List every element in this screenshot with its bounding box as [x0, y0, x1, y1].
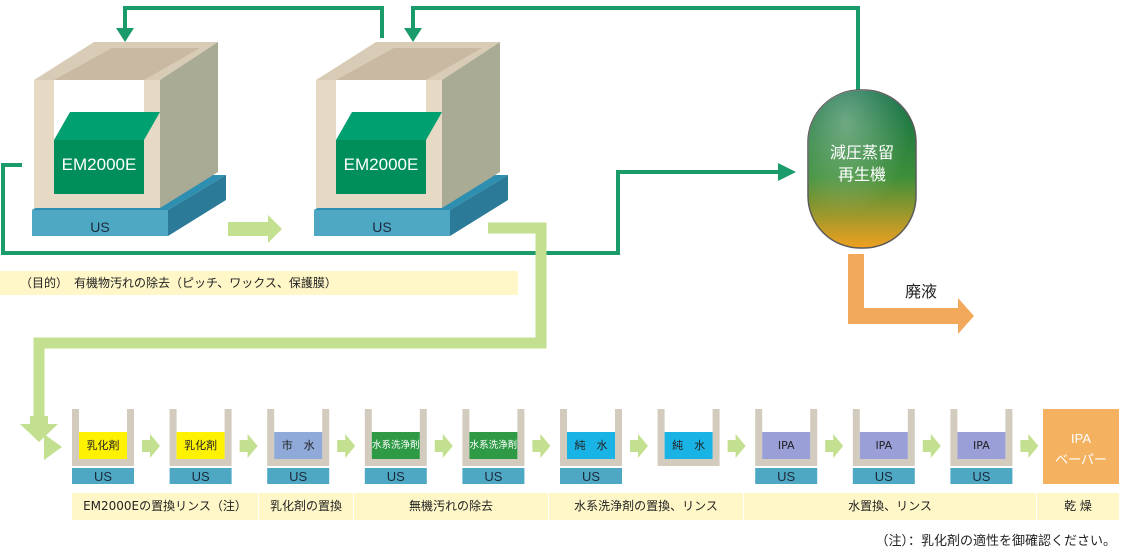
station-5-liquid: [469, 432, 518, 459]
return-pipe-to-tank-2: [411, 6, 860, 92]
station-3-liquid: [274, 432, 323, 459]
station-8-us-label: US: [777, 469, 796, 484]
station-9-liquid: [859, 432, 908, 459]
phase-6: 乾 燥: [1037, 493, 1119, 520]
waste-label: 廃液: [905, 282, 938, 301]
station-arrow-9: [922, 434, 941, 458]
station-3-us-label: US: [289, 469, 308, 484]
station-10: [950, 409, 1013, 484]
tank-2-us-label: US: [372, 219, 392, 235]
return-arrow-2: [404, 28, 422, 42]
station-arrow-1: [142, 434, 160, 458]
final-station-line1: IPA: [1071, 431, 1091, 446]
still-label-line2: 再生機: [837, 165, 886, 184]
station-6-us-base: [560, 468, 622, 484]
tank-1-liquid-label: EM2000E: [61, 155, 137, 174]
transfer-arrow: [228, 215, 282, 243]
purpose-band: （目的） 有機物汚れの除去（ピッチ、ワックス、保護膜）: [0, 271, 518, 295]
note-text: （注）：乳化剤の適性を御確認ください。: [875, 534, 1116, 549]
station-9-us-label: US: [874, 469, 893, 484]
station-8-liquid: [762, 432, 811, 459]
station-4-liquid: [371, 432, 420, 459]
station-10-liquid: [957, 432, 1006, 459]
station-4-label: 水系洗浄剤: [372, 440, 420, 451]
feed-pipe-to-still: [1, 163, 782, 255]
stations-graphics: [72, 409, 1119, 484]
station-6-label: 純 水: [574, 439, 608, 452]
purpose-text: （目的） 有機物汚れの除去（ピッチ、ワックス、保護膜）: [20, 276, 337, 290]
station-7-liquid: [664, 432, 713, 459]
final-station-box: [1043, 409, 1119, 484]
waste-arrow: [848, 254, 974, 334]
tank-2: [314, 42, 508, 236]
station-2-label: 乳化剤: [184, 439, 218, 452]
station-2-us-label: US: [191, 469, 210, 484]
tank-1: [32, 42, 226, 236]
station-6: [560, 409, 622, 484]
station-arrow-6: [630, 434, 648, 458]
line-feed-arrow: [20, 416, 58, 442]
station-4: [364, 409, 427, 484]
final-station-line2: ベーパー: [1055, 453, 1107, 468]
station-1-us-label: US: [93, 469, 113, 484]
station-4-us-label: US: [386, 469, 405, 484]
station-10-us-base: [950, 468, 1013, 484]
phase-4: 水系洗浄剤の置換、リンス: [549, 493, 743, 520]
station-8-label: IPA: [777, 439, 795, 452]
station-3: [267, 409, 330, 484]
station-1-liquid: [79, 432, 127, 459]
station-7-label: 純 水: [672, 439, 706, 452]
tank-2-liquid-label: EM2000E: [343, 155, 419, 174]
station-4-us-base: [364, 468, 427, 484]
return-arrow-1: [116, 28, 134, 42]
station-8-us-base: [755, 468, 818, 484]
feed-arrow: [778, 163, 796, 181]
return-pipe-to-tank-1: [123, 6, 384, 38]
station-1-label: 乳化剤: [86, 439, 120, 452]
station-10-label: IPA: [973, 439, 990, 452]
still-label-line1: 減圧蒸留: [829, 143, 894, 162]
tank-1-us-label: US: [90, 219, 110, 235]
station-10-us-label: US: [972, 469, 991, 484]
station-9: [852, 409, 915, 484]
station-arrow-2: [239, 434, 258, 458]
phase-2: 乳化剤の置換: [259, 493, 353, 520]
station-arrow-8: [825, 434, 844, 458]
station-3-us-base: [267, 468, 330, 484]
station-arrow-10: [1020, 434, 1039, 458]
station-2: [169, 409, 232, 484]
station-8: [755, 409, 818, 484]
station-7: [657, 409, 720, 466]
station-3-label: 市 水: [281, 439, 315, 452]
phase-1: EM2000Eの置換リンス（注）: [72, 493, 258, 520]
station-2-us-base: [169, 468, 232, 484]
station-6-liquid: [567, 432, 615, 459]
station-arrow-7: [727, 434, 746, 458]
station-2-liquid: [176, 432, 225, 459]
line-feed-pipe: [33, 222, 547, 428]
station-arrow-5: [532, 434, 551, 458]
station-5: [462, 409, 525, 484]
phase-5: 水置換、リンス: [744, 493, 1036, 520]
station-5-label: 水系洗浄剤: [469, 440, 518, 451]
station-1-us-base: [72, 468, 134, 484]
station-arrow-3: [337, 434, 356, 458]
station-1: [72, 409, 134, 484]
station-5-us-label: US: [484, 469, 503, 484]
station-9-us-base: [852, 468, 915, 484]
station-6-us-label: US: [581, 469, 601, 484]
station-5-us-base: [462, 468, 525, 484]
station-arrow-4: [434, 434, 453, 458]
phase-3: 無機汚れの除去: [354, 493, 548, 520]
station-9-label: IPA: [875, 439, 893, 452]
